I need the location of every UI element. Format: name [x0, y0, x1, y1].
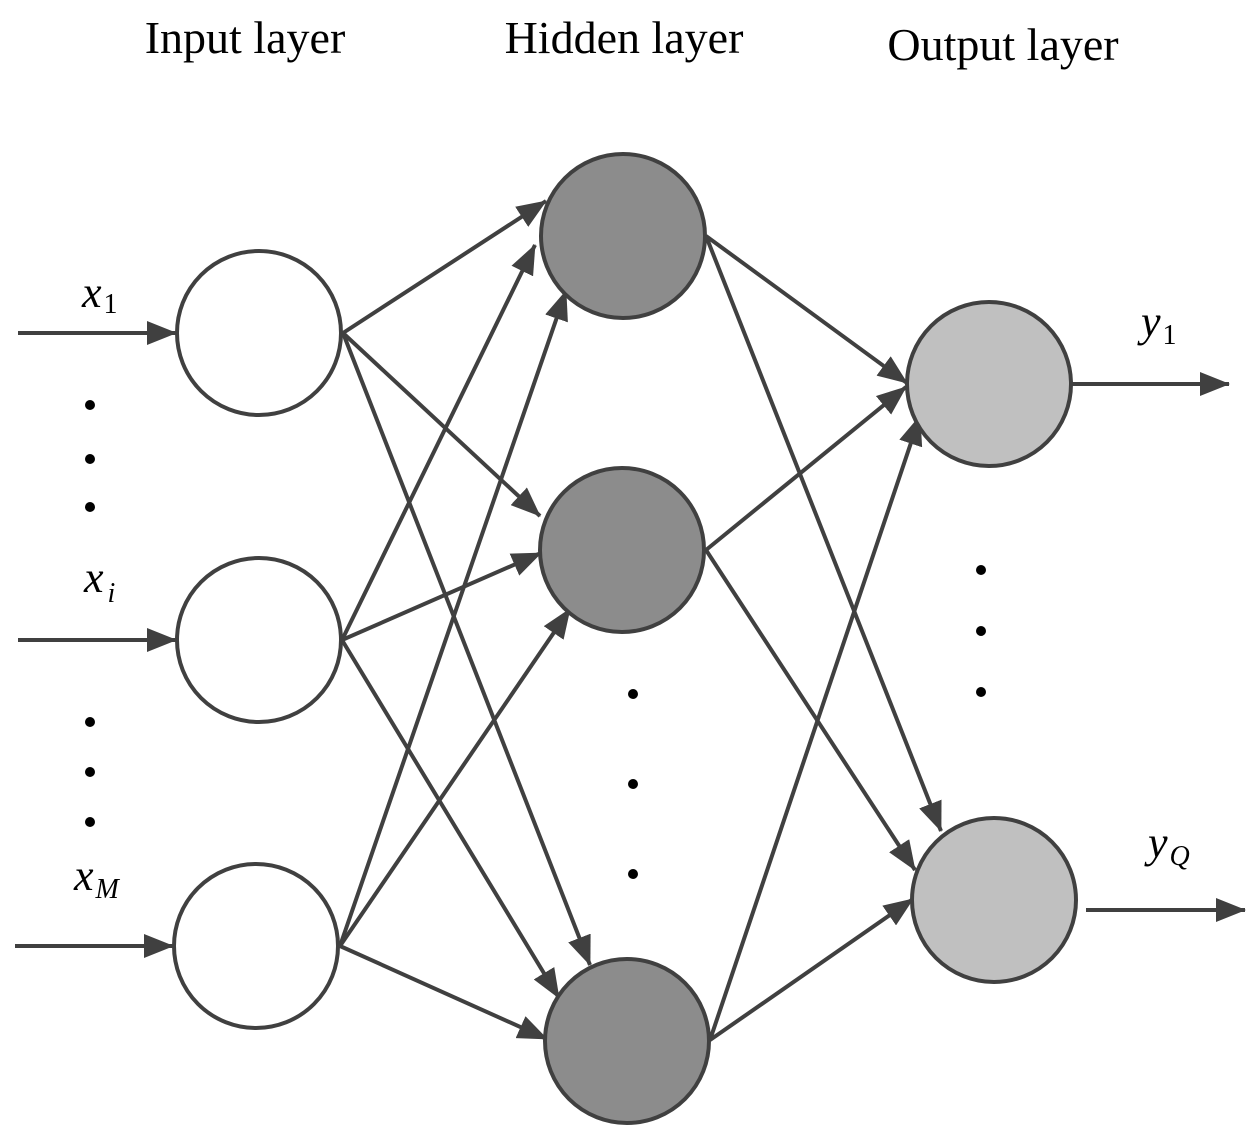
- edge-h2-o2: [704, 548, 917, 872]
- output-node-q: [910, 816, 1078, 984]
- input-ellipsis-upper: [85, 400, 95, 512]
- edge-h1-o2: [704, 235, 943, 832]
- output-node-1: [905, 300, 1073, 468]
- edge-h3-o2: [708, 897, 915, 1042]
- input-label-x1: x1: [81, 268, 118, 320]
- input-hidden-edges: [338, 199, 592, 1041]
- edge-in1-h1: [341, 199, 548, 335]
- input-node-i: [175, 556, 343, 724]
- edge-h1-o1: [704, 234, 909, 385]
- edge-in3-h2: [338, 607, 572, 948]
- hidden-node-3: [543, 957, 711, 1125]
- input-node-1: [175, 249, 343, 417]
- output-layer-title: Output layer: [887, 19, 1118, 70]
- edge-in2-h2: [341, 551, 542, 642]
- hidden-node-1: [539, 152, 707, 320]
- edge-h2-o1: [704, 385, 908, 552]
- edge-in2-h1: [340, 244, 537, 641]
- edge-in1-h3: [341, 332, 592, 966]
- edge-in3-h1: [338, 290, 568, 947]
- hidden-ellipsis: [628, 689, 638, 879]
- input-node-m: [172, 862, 340, 1030]
- output-label-yq: yQ: [1144, 818, 1190, 872]
- input-label-xm: xM: [73, 851, 121, 905]
- edge-in1-h2: [341, 331, 542, 518]
- input-layer-title: Input layer: [145, 12, 346, 63]
- edge-in3-h3: [339, 944, 548, 1041]
- hidden-node-2: [538, 466, 706, 634]
- edge-in2-h3: [340, 638, 561, 1000]
- edge-h3-o1: [708, 415, 923, 1041]
- hidden-layer-title: Hidden layer: [505, 12, 744, 63]
- input-ellipsis-lower: [85, 717, 95, 827]
- output-label-y1: y1: [1137, 297, 1177, 351]
- hidden-output-edges: [704, 234, 943, 1042]
- output-ellipsis: [976, 565, 986, 697]
